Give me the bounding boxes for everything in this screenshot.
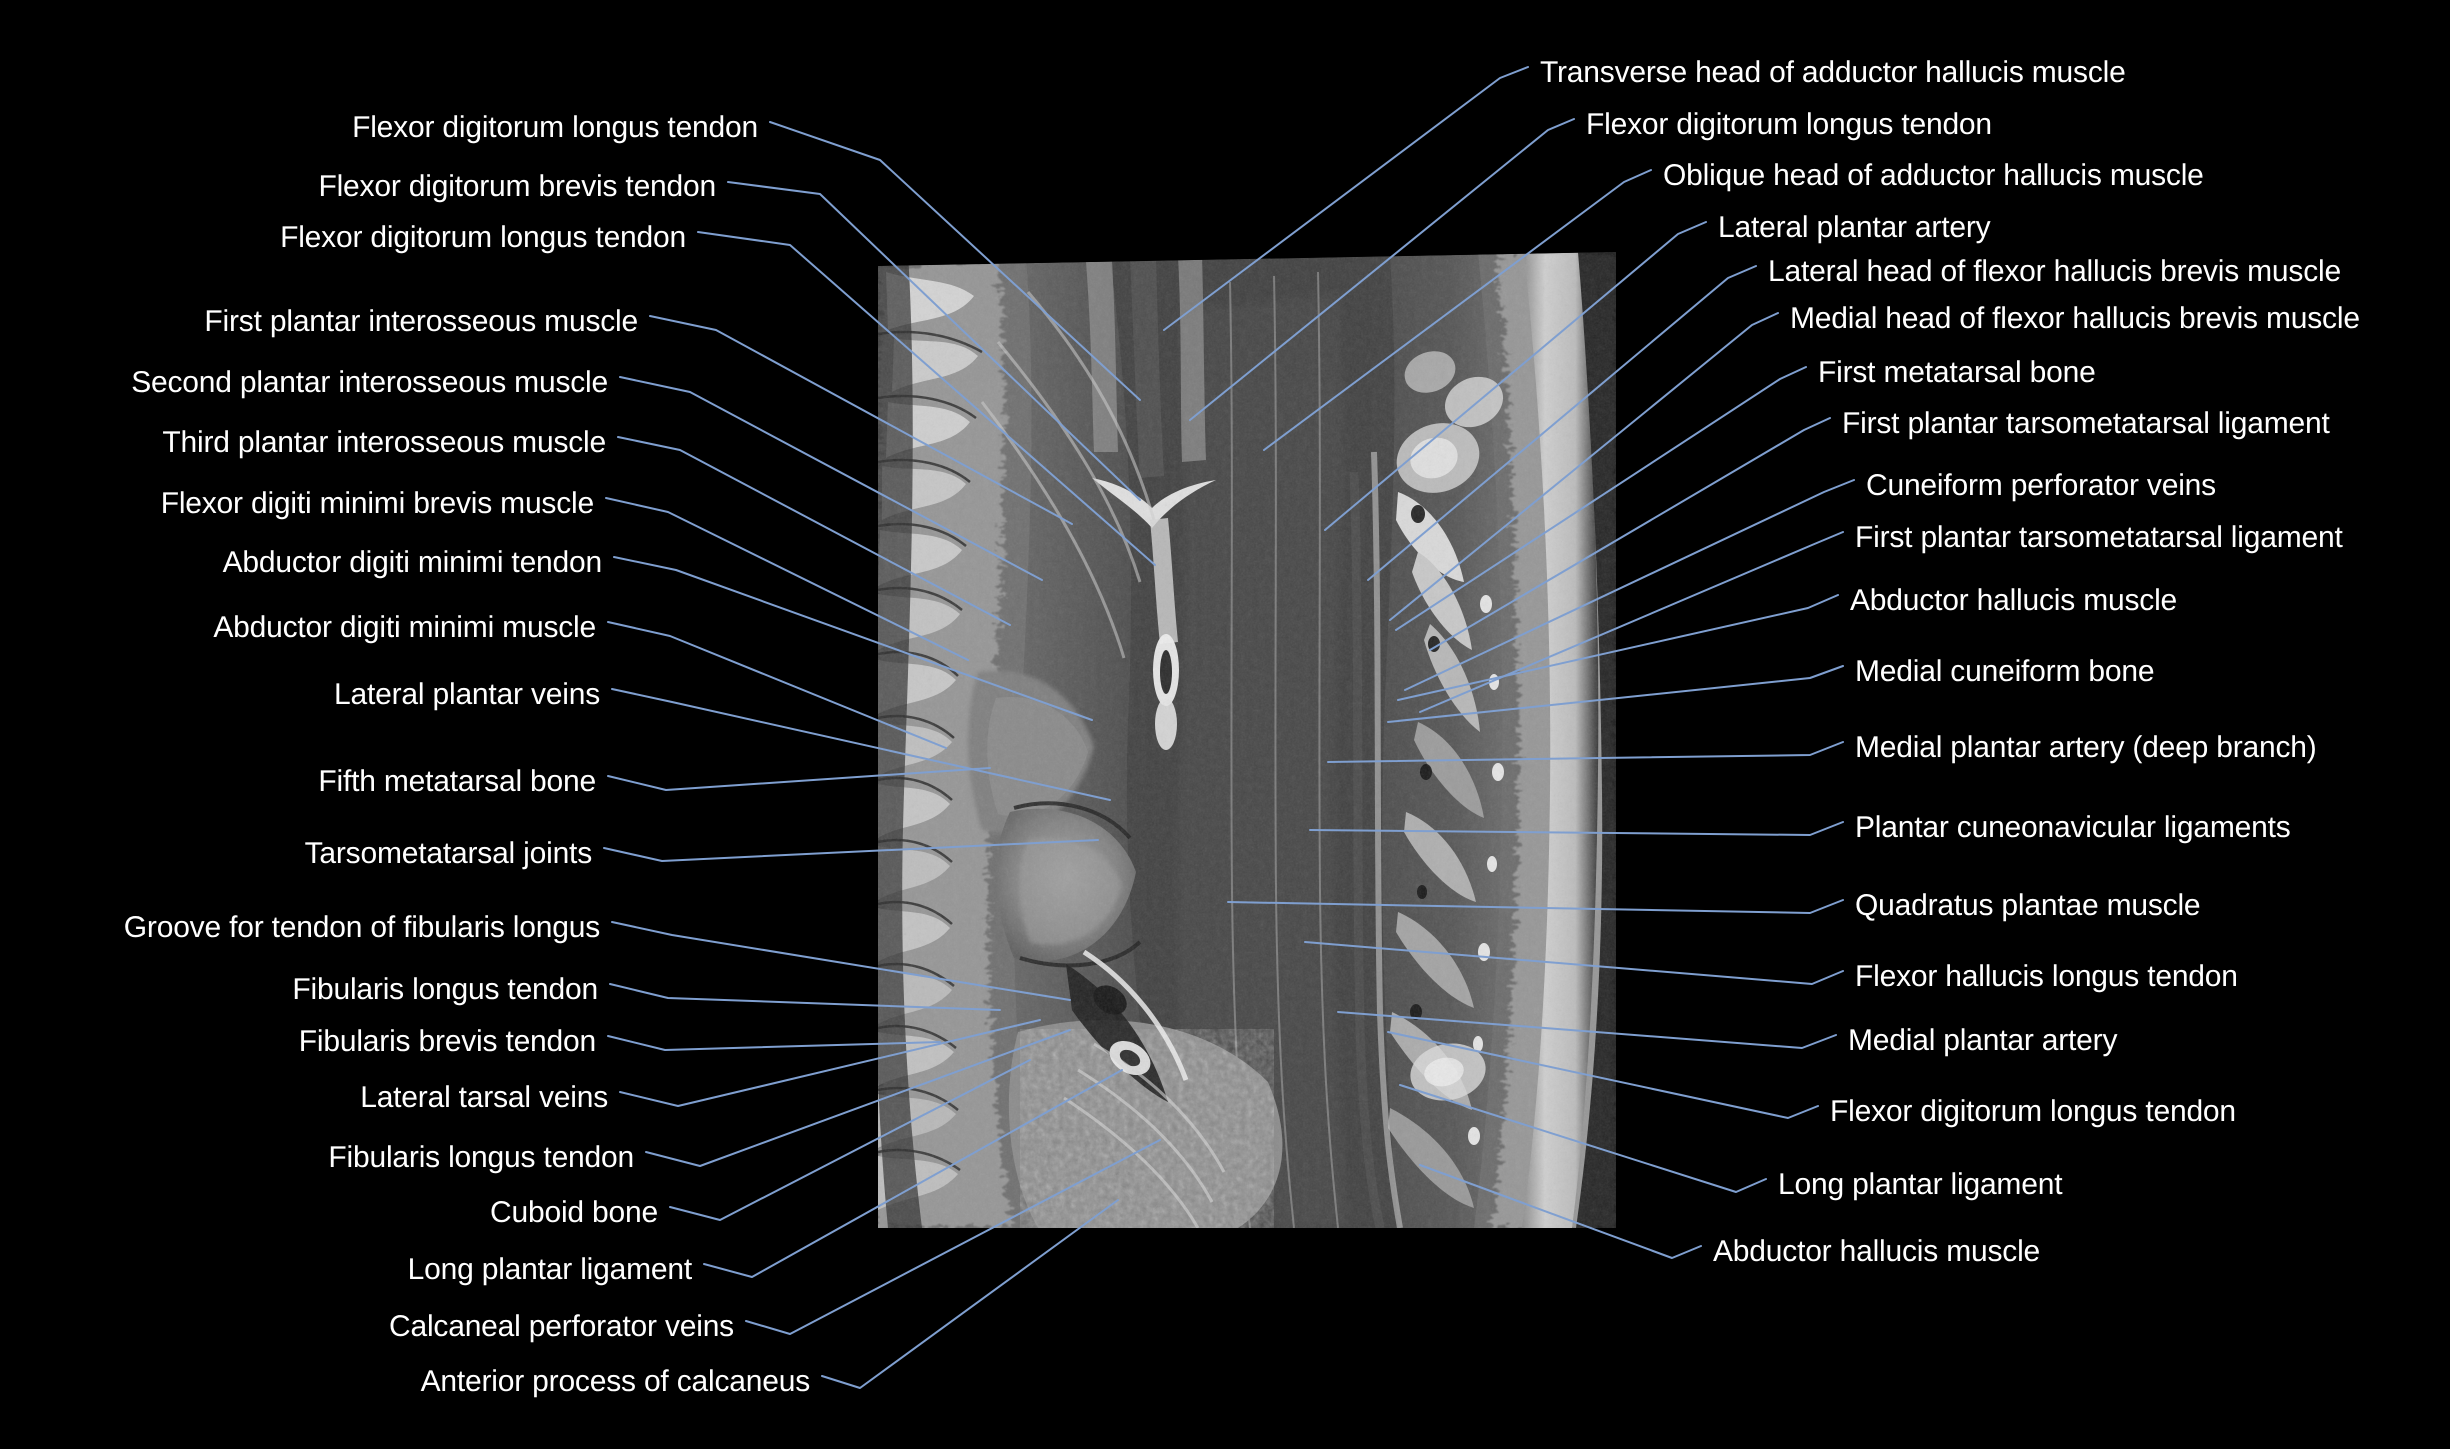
anatomy-label: Plantar cuneonavicular ligaments (1855, 811, 2291, 844)
anatomy-label: First plantar tarsometatarsal ligament (1842, 407, 2330, 440)
anatomy-label: Flexor digitorum longus tendon (1586, 108, 1992, 141)
anatomy-label: Long plantar ligament (407, 1253, 693, 1286)
anatomy-label: Quadratus plantae muscle (1855, 889, 2201, 922)
anatomy-label: Cuboid bone (490, 1196, 658, 1229)
leader-line (821, 1199, 1119, 1389)
anatomy-label: Lateral head of flexor hallucis brevis m… (1768, 255, 2341, 288)
anatomy-label: Cuneiform perforator veins (1866, 469, 2216, 502)
anatomy-label: Abductor digiti minimi tendon (222, 546, 603, 579)
anatomy-label: Fifth metatarsal bone (318, 765, 596, 798)
anatomy-label: First metatarsal bone (1818, 356, 2096, 389)
anatomy-label: Second plantar interosseous muscle (131, 366, 608, 399)
anatomy-label: Medial head of flexor hallucis brevis mu… (1790, 302, 2360, 335)
anatomy-label: Medial plantar artery (deep branch) (1855, 731, 2317, 764)
anatomy-label: Fibularis brevis tendon (298, 1025, 596, 1058)
anatomy-label: Oblique head of adductor hallucis muscle (1663, 159, 2204, 192)
anatomy-label: Lateral plantar veins (334, 678, 600, 711)
anatomy-label: Medial plantar artery (1848, 1024, 2118, 1057)
anatomy-label: Flexor digitorum longus tendon (1830, 1095, 2236, 1128)
anatomy-label: Lateral tarsal veins (360, 1081, 608, 1114)
anatomy-label: Abductor hallucis muscle (1713, 1235, 2041, 1268)
anatomy-label: Third plantar interosseous muscle (162, 426, 606, 459)
anatomy-label: Anterior process of calcaneus (420, 1365, 811, 1398)
anatomy-label: Fibularis longus tendon (292, 973, 598, 1006)
anatomy-label: Abductor hallucis muscle (1850, 584, 2178, 617)
anatomy-label: Calcaneal perforator veins (389, 1310, 734, 1343)
anatomy-label: Flexor digitorum longus tendon (280, 221, 686, 254)
anatomy-label: Flexor digiti minimi brevis muscle (160, 487, 595, 520)
anatomy-label: Transverse head of adductor hallucis mus… (1540, 56, 2126, 89)
mri-scan-image (878, 252, 1616, 1228)
anatomy-label: Long plantar ligament (1778, 1168, 2063, 1201)
mri-scan-svg (878, 252, 1616, 1228)
anatomy-label: Abductor digiti minimi muscle (213, 611, 596, 644)
anatomy-label: Flexor digitorum brevis tendon (318, 170, 716, 203)
anatomy-label: Medial cuneiform bone (1855, 655, 2155, 688)
anatomy-label: Fibularis longus tendon (328, 1141, 634, 1174)
anatomy-label: Flexor hallucis longus tendon (1855, 960, 2238, 993)
anatomy-label: Lateral plantar artery (1718, 211, 1991, 244)
anatomy-label: First plantar interosseous muscle (204, 305, 638, 338)
anatomy-label: Groove for tendon of fibularis longus (123, 911, 600, 944)
anatomy-label: Tarsometatarsal joints (304, 837, 593, 870)
anatomy-label: First plantar tarsometatarsal ligament (1855, 521, 2343, 554)
anatomy-label: Flexor digitorum longus tendon (352, 111, 758, 144)
